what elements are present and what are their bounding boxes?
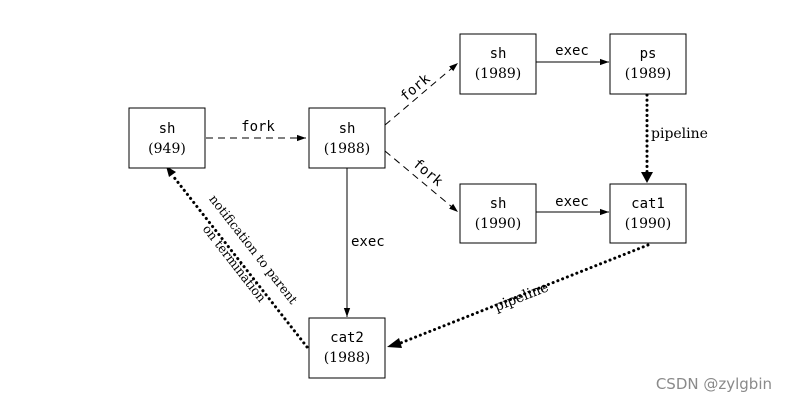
process-name: cat2	[330, 330, 364, 346]
process-box-sh-949: sh (949)	[128, 107, 206, 169]
process-box-sh-1988: sh (1988)	[308, 107, 386, 169]
process-pid: (1990)	[625, 216, 672, 232]
process-name: ps	[640, 46, 657, 62]
process-name: sh	[159, 121, 176, 137]
notification-edge	[171, 174, 309, 349]
watermark-text: CSDN @zylgbin	[656, 375, 772, 393]
exec-label-lower: exec	[555, 194, 589, 210]
fork-label-upper: fork	[397, 71, 434, 105]
pipeline-edge-diagonal	[396, 243, 650, 346]
pipeline-label-vertical: pipeline	[651, 126, 708, 142]
process-pid: (1988)	[324, 350, 371, 366]
fork-edge-lower	[384, 150, 459, 213]
process-name: cat1	[631, 196, 665, 212]
fork-label-lower: fork	[410, 156, 447, 190]
exec-label-upper: exec	[555, 43, 589, 59]
notification-arrowhead	[166, 166, 176, 177]
pipeline-arrowhead-diagonal	[387, 338, 402, 348]
process-name: sh	[339, 121, 356, 137]
process-pid: (949)	[148, 141, 186, 157]
process-name: sh	[490, 46, 507, 62]
pipeline-label-diagonal: pipeline	[492, 279, 551, 315]
pipeline-arrowhead-vertical	[641, 172, 653, 183]
process-box-sh-1990: sh (1990)	[459, 183, 537, 244]
process-box-cat2-1988: cat2 (1988)	[308, 317, 386, 379]
process-box-sh-1989: sh (1989)	[459, 33, 537, 95]
fork-edge-upper	[384, 62, 459, 126]
process-pid: (1989)	[475, 66, 522, 82]
process-name: sh	[490, 196, 507, 212]
process-box-cat1-1990: cat1 (1990)	[609, 183, 687, 244]
process-pid: (1990)	[475, 216, 522, 232]
process-box-ps-1989: ps (1989)	[609, 33, 687, 95]
process-pid: (1989)	[625, 66, 672, 82]
fork-label-main: fork	[241, 119, 275, 135]
exec-label-down: exec	[351, 234, 385, 250]
process-pid: (1988)	[324, 141, 371, 157]
